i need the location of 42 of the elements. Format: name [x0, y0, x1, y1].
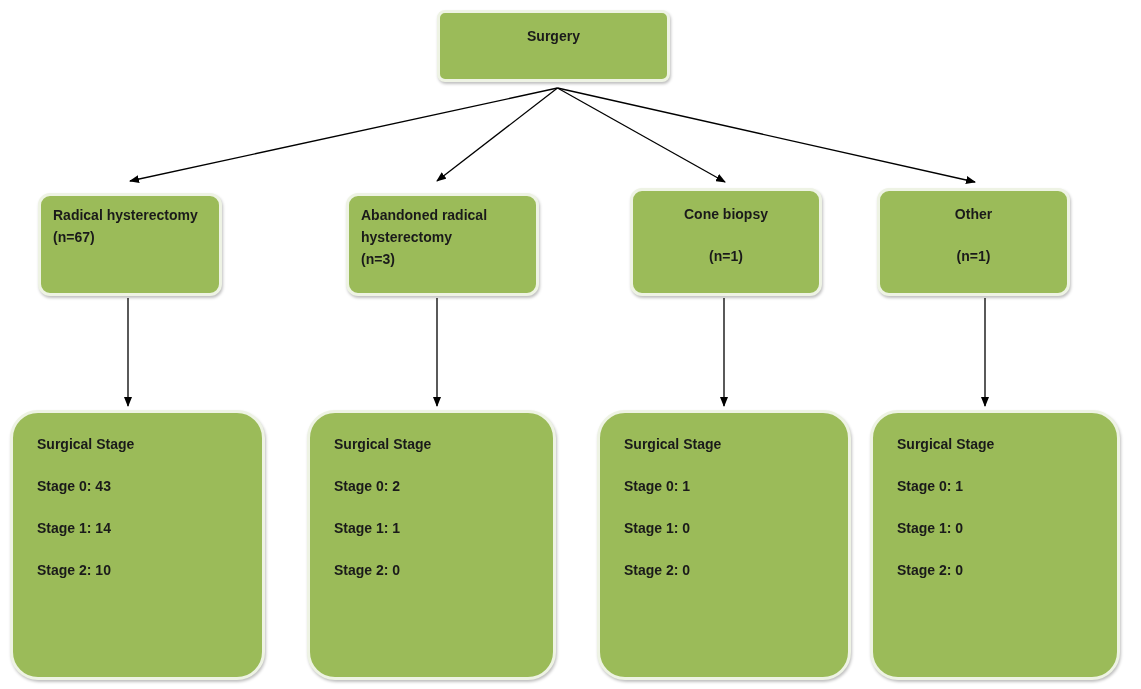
process-box — [437, 10, 670, 82]
node-text: Radical hysterectomy — [53, 206, 199, 225]
arrow — [720, 297, 728, 407]
arrow — [124, 297, 132, 407]
node-text: (n=67) — [53, 228, 96, 247]
node-text: Stage 1: 0 — [897, 519, 965, 538]
node-text: Surgical Stage — [897, 435, 996, 454]
node-text: Stage 0: 43 — [37, 477, 112, 496]
node-text: Abandoned radical hysterectomy — [361, 206, 489, 247]
node-text: Stage 0: 1 — [624, 477, 692, 496]
arrow — [981, 297, 989, 407]
node-text: Surgical Stage — [334, 435, 433, 454]
node-text: (n=1) — [956, 247, 991, 266]
process-box — [346, 193, 539, 296]
node-text: Cone biopsy — [684, 205, 768, 224]
node-text: Stage 1: 0 — [624, 519, 692, 538]
node-text: Stage 0: 1 — [897, 477, 965, 496]
node-text: (n=3) — [361, 250, 396, 269]
arrow — [556, 87, 726, 183]
arrow — [556, 87, 976, 184]
arrow — [436, 87, 559, 182]
process-box — [597, 410, 851, 680]
node-text: Surgery — [527, 27, 580, 46]
process-box — [10, 410, 265, 680]
process-box — [630, 188, 822, 296]
node-text: (n=1) — [709, 247, 743, 266]
node-text: Other — [954, 205, 993, 224]
node-text: Stage 2: 0 — [624, 561, 692, 580]
node-text: Stage 1: 14 — [37, 519, 112, 538]
process-box — [877, 188, 1070, 296]
process-box — [38, 193, 222, 296]
node-text: Stage 2: 10 — [37, 561, 112, 580]
node-text: Surgical Stage — [37, 435, 136, 454]
node-text: Stage 1: 1 — [334, 519, 402, 538]
arrow — [129, 87, 559, 183]
node-text: Stage 0: 2 — [334, 477, 402, 496]
arrow — [433, 297, 441, 407]
process-box — [307, 410, 556, 680]
process-box — [870, 410, 1120, 680]
node-text: Surgical Stage — [624, 435, 723, 454]
node-text: Stage 2: 0 — [334, 561, 402, 580]
node-text: Stage 2: 0 — [897, 561, 965, 580]
